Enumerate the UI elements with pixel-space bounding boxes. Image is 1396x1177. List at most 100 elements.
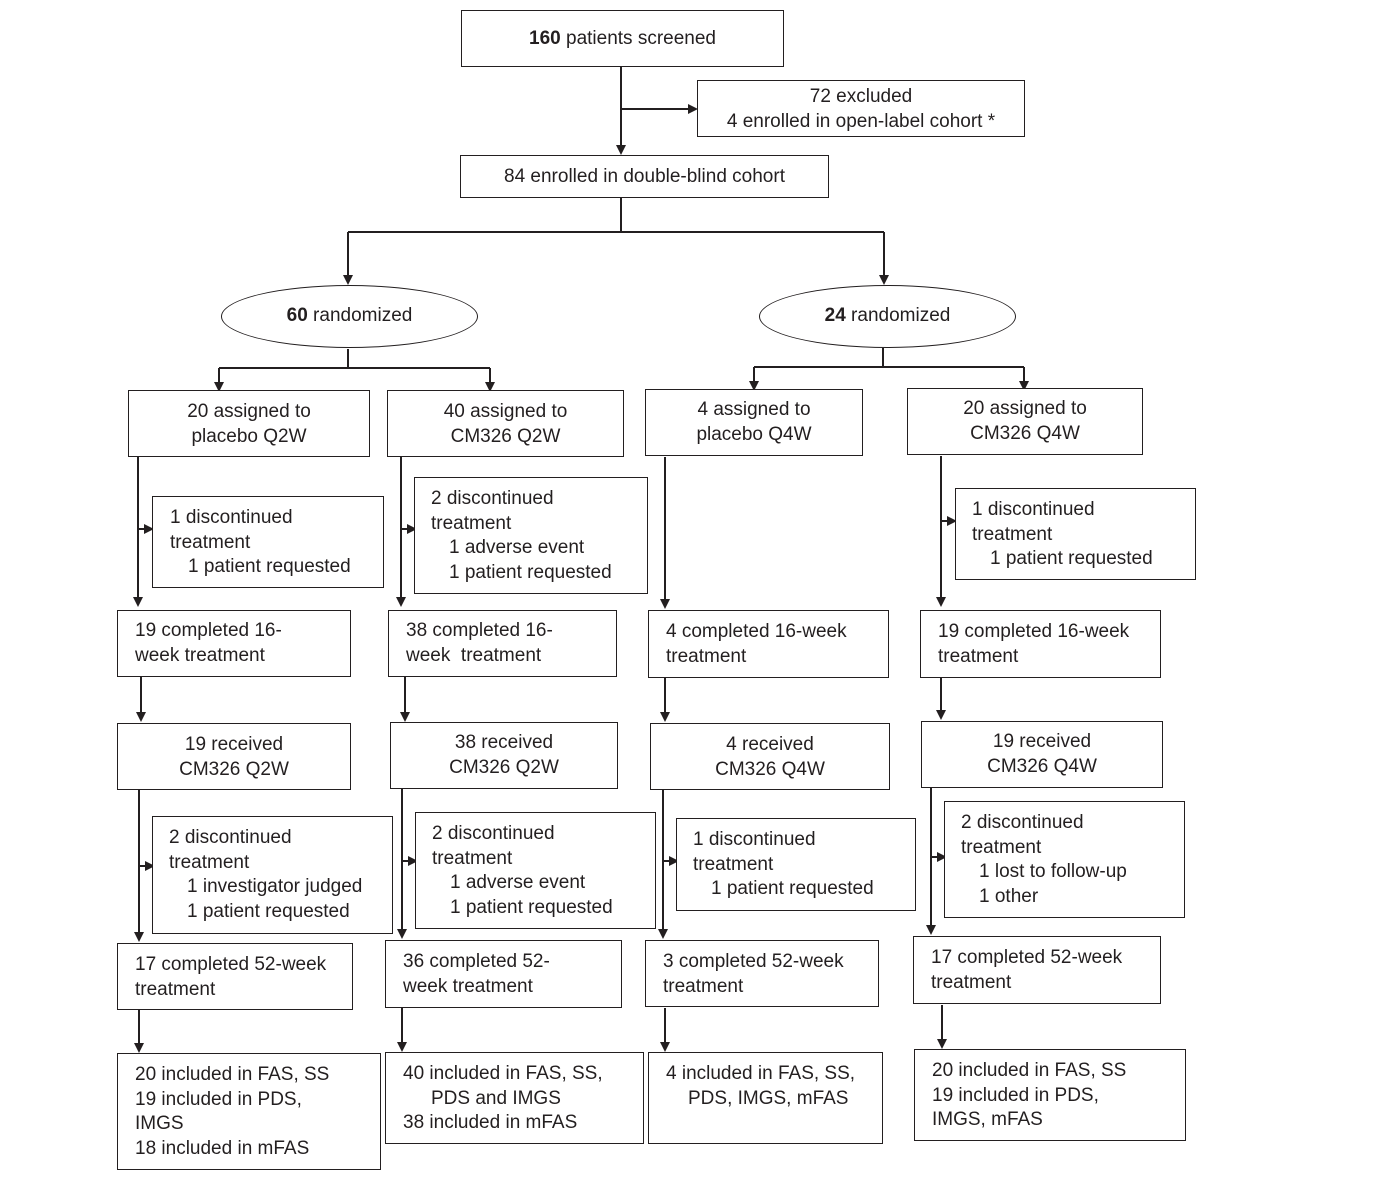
arm3-included-line2: PDS, IMGS, mFAS xyxy=(688,1087,849,1109)
arm4-completed16-line2: treatment xyxy=(938,645,1019,667)
arm1-disc1-reason1: 1 patient requested xyxy=(188,556,351,577)
arm4-disc2-reason1: 1 lost to follow-up xyxy=(979,861,1127,882)
screened-count: 160 xyxy=(529,28,561,49)
arm2-disc1-line1: 2 discontinued xyxy=(431,488,554,509)
arm1-disc2-reason2: 1 patient requested xyxy=(187,900,350,922)
arm2-assigned-line1: 40 assigned to xyxy=(443,401,568,422)
arm2-disc2-reason2: 1 patient requested xyxy=(450,896,613,918)
arm1-disc2-line1: 2 discontinued xyxy=(169,827,292,848)
arm4-included-box: 20 included in FAS, SS 19 included in PD… xyxy=(914,1049,1186,1141)
arm1-disc1-line1: 1 discontinued xyxy=(170,507,293,528)
arm2-completed52-line2: week treatment xyxy=(403,975,533,997)
arm1-received-box: 19 received CM326 Q2W xyxy=(117,723,351,790)
arm1-completed52-line2: treatment xyxy=(135,978,216,1000)
arm2-disc2-reason1: 1 adverse event xyxy=(450,872,586,893)
arm4-received-line1: 19 received xyxy=(992,731,1092,752)
arm3-included-line1: 4 included in FAS, SS, xyxy=(666,1063,856,1084)
arm1-discontinued2-box: 2 discontinued treatment 1 investigator … xyxy=(152,816,393,934)
enrolled-text: 84 enrolled in double-blind cohort xyxy=(504,166,785,187)
arm4-discontinued2-box: 2 discontinued treatment 1 lost to follo… xyxy=(944,801,1185,918)
randomized-right-text: randomized xyxy=(845,305,951,327)
arm4-included-line1: 20 included in FAS, SS xyxy=(932,1060,1127,1081)
arm1-received-line2: CM326 Q2W xyxy=(179,758,289,780)
arm2-completed16-line2: week treatment xyxy=(406,644,542,666)
screened-text: patients screened xyxy=(560,28,716,49)
arm3-completed16-line1: 4 completed 16-week xyxy=(666,621,847,642)
arm1-included-box: 20 included in FAS, SS 19 included in PD… xyxy=(117,1053,381,1170)
randomized-left-ellipse: 60 randomized xyxy=(221,285,478,348)
randomized-left-count: 60 xyxy=(286,305,308,327)
arm1-disc2-line2: treatment xyxy=(169,851,250,873)
arm2-included-line3: 38 included in mFAS xyxy=(403,1112,578,1133)
arm4-disc2-reason2: 1 other xyxy=(979,885,1039,907)
arm2-completed52-line1: 36 completed 52- xyxy=(403,951,550,972)
arm3-completed52-line1: 3 completed 52-week xyxy=(663,951,844,972)
arm1-received-line1: 19 received xyxy=(184,734,284,755)
arm2-received-line2: CM326 Q2W xyxy=(449,756,559,778)
arm1-completed52-box: 17 completed 52-week treatment xyxy=(117,943,353,1010)
arm3-included-box: 4 included in FAS, SS, PDS, IMGS, mFAS xyxy=(648,1052,883,1144)
arm3-assigned-line2: placebo Q4W xyxy=(696,423,812,445)
arm1-discontinued1-box: 1 discontinued treatment 1 patient reque… xyxy=(152,496,384,588)
arm1-completed52-line1: 17 completed 52-week xyxy=(135,954,327,975)
randomized-right-ellipse: 24 randomized xyxy=(759,285,1016,348)
arm4-disc2-line1: 2 discontinued xyxy=(961,812,1084,833)
arm2-included-box: 40 included in FAS, SS, PDS and IMGS 38 … xyxy=(385,1052,644,1144)
arm4-assigned-line1: 20 assigned to xyxy=(963,398,1087,419)
arm2-received-line1: 38 received xyxy=(454,732,554,753)
arm4-received-line2: CM326 Q4W xyxy=(987,755,1097,777)
arm3-disc2-line1: 1 discontinued xyxy=(693,829,816,850)
arm4-completed52-line1: 17 completed 52-week xyxy=(931,947,1123,968)
arm4-disc1-line1: 1 discontinued xyxy=(972,499,1095,520)
arm1-included-line1: 20 included in FAS, SS xyxy=(135,1064,330,1085)
arm2-completed16-box: 38 completed 16- week treatment xyxy=(388,610,617,677)
arm1-disc2-reason1: 1 investigator judged xyxy=(187,876,363,897)
open-label-count: 4 enrolled in open-label cohort * xyxy=(726,110,996,132)
arm4-disc1-line2: treatment xyxy=(972,523,1053,545)
arm4-disc1-reason1: 1 patient requested xyxy=(990,548,1153,569)
arm1-included-line3: IMGS xyxy=(135,1113,184,1134)
arm4-disc2-line2: treatment xyxy=(961,836,1042,858)
arm1-assigned-line1: 20 assigned to xyxy=(187,401,311,422)
arm3-assigned-box: 4 assigned to placebo Q4W xyxy=(645,389,863,456)
enrolled-box: 84 enrolled in double-blind cohort xyxy=(460,155,829,198)
arm2-included-line1: 40 included in FAS, SS, xyxy=(403,1063,603,1084)
arm4-included-line2: 19 included in PDS, xyxy=(932,1084,1099,1106)
arm2-completed52-box: 36 completed 52- week treatment xyxy=(385,940,622,1008)
excluded-count: 72 excluded xyxy=(809,86,913,107)
arm4-completed16-line1: 19 completed 16-week xyxy=(938,621,1130,642)
arm2-disc1-reason2: 1 patient requested xyxy=(449,561,612,583)
arm3-assigned-line1: 4 assigned to xyxy=(697,399,811,420)
arm2-included-line2: PDS and IMGS xyxy=(431,1087,561,1109)
arm2-disc1-reason1: 1 adverse event xyxy=(449,537,585,558)
arm3-received-line1: 4 received xyxy=(726,734,814,755)
arm4-assigned-box: 20 assigned to CM326 Q4W xyxy=(907,388,1143,455)
arm4-included-line3: IMGS, mFAS xyxy=(932,1109,1043,1130)
arm3-disc2-line2: treatment xyxy=(693,853,774,875)
arm3-received-line2: CM326 Q4W xyxy=(715,758,825,780)
randomized-right-count: 24 xyxy=(824,305,846,327)
arm1-completed16-line1: 19 completed 16- xyxy=(135,620,282,641)
screened-box: 160 patients screened xyxy=(461,10,784,67)
randomized-left-text: randomized xyxy=(307,305,413,327)
excluded-box: 72 excluded 4 enrolled in open-label coh… xyxy=(697,80,1025,137)
arm2-completed16-line1: 38 completed 16- xyxy=(406,620,553,641)
arm1-completed16-box: 19 completed 16- week treatment xyxy=(117,610,351,677)
arm3-completed52-line2: treatment xyxy=(663,975,744,997)
arm1-disc1-line2: treatment xyxy=(170,531,251,553)
arm4-completed52-line2: treatment xyxy=(931,971,1012,993)
arm3-completed16-box: 4 completed 16-week treatment xyxy=(648,610,889,678)
arm2-received-box: 38 received CM326 Q2W xyxy=(390,722,618,789)
arm3-completed52-box: 3 completed 52-week treatment xyxy=(645,940,879,1007)
arm3-received-box: 4 received CM326 Q4W xyxy=(650,723,890,790)
arm4-completed16-box: 19 completed 16-week treatment xyxy=(920,610,1161,678)
arm2-disc2-line2: treatment xyxy=(432,847,513,869)
arm4-assigned-line2: CM326 Q4W xyxy=(970,422,1080,444)
arm1-assigned-line2: placebo Q2W xyxy=(191,425,307,447)
arm3-completed16-line2: treatment xyxy=(666,645,747,667)
arm4-discontinued1-box: 1 discontinued treatment 1 patient reque… xyxy=(955,488,1196,580)
arm2-discontinued1-box: 2 discontinued treatment 1 adverse event… xyxy=(414,477,648,594)
arm2-discontinued2-box: 2 discontinued treatment 1 adverse event… xyxy=(415,812,656,929)
arm1-included-line4: 18 included in mFAS xyxy=(135,1137,310,1159)
